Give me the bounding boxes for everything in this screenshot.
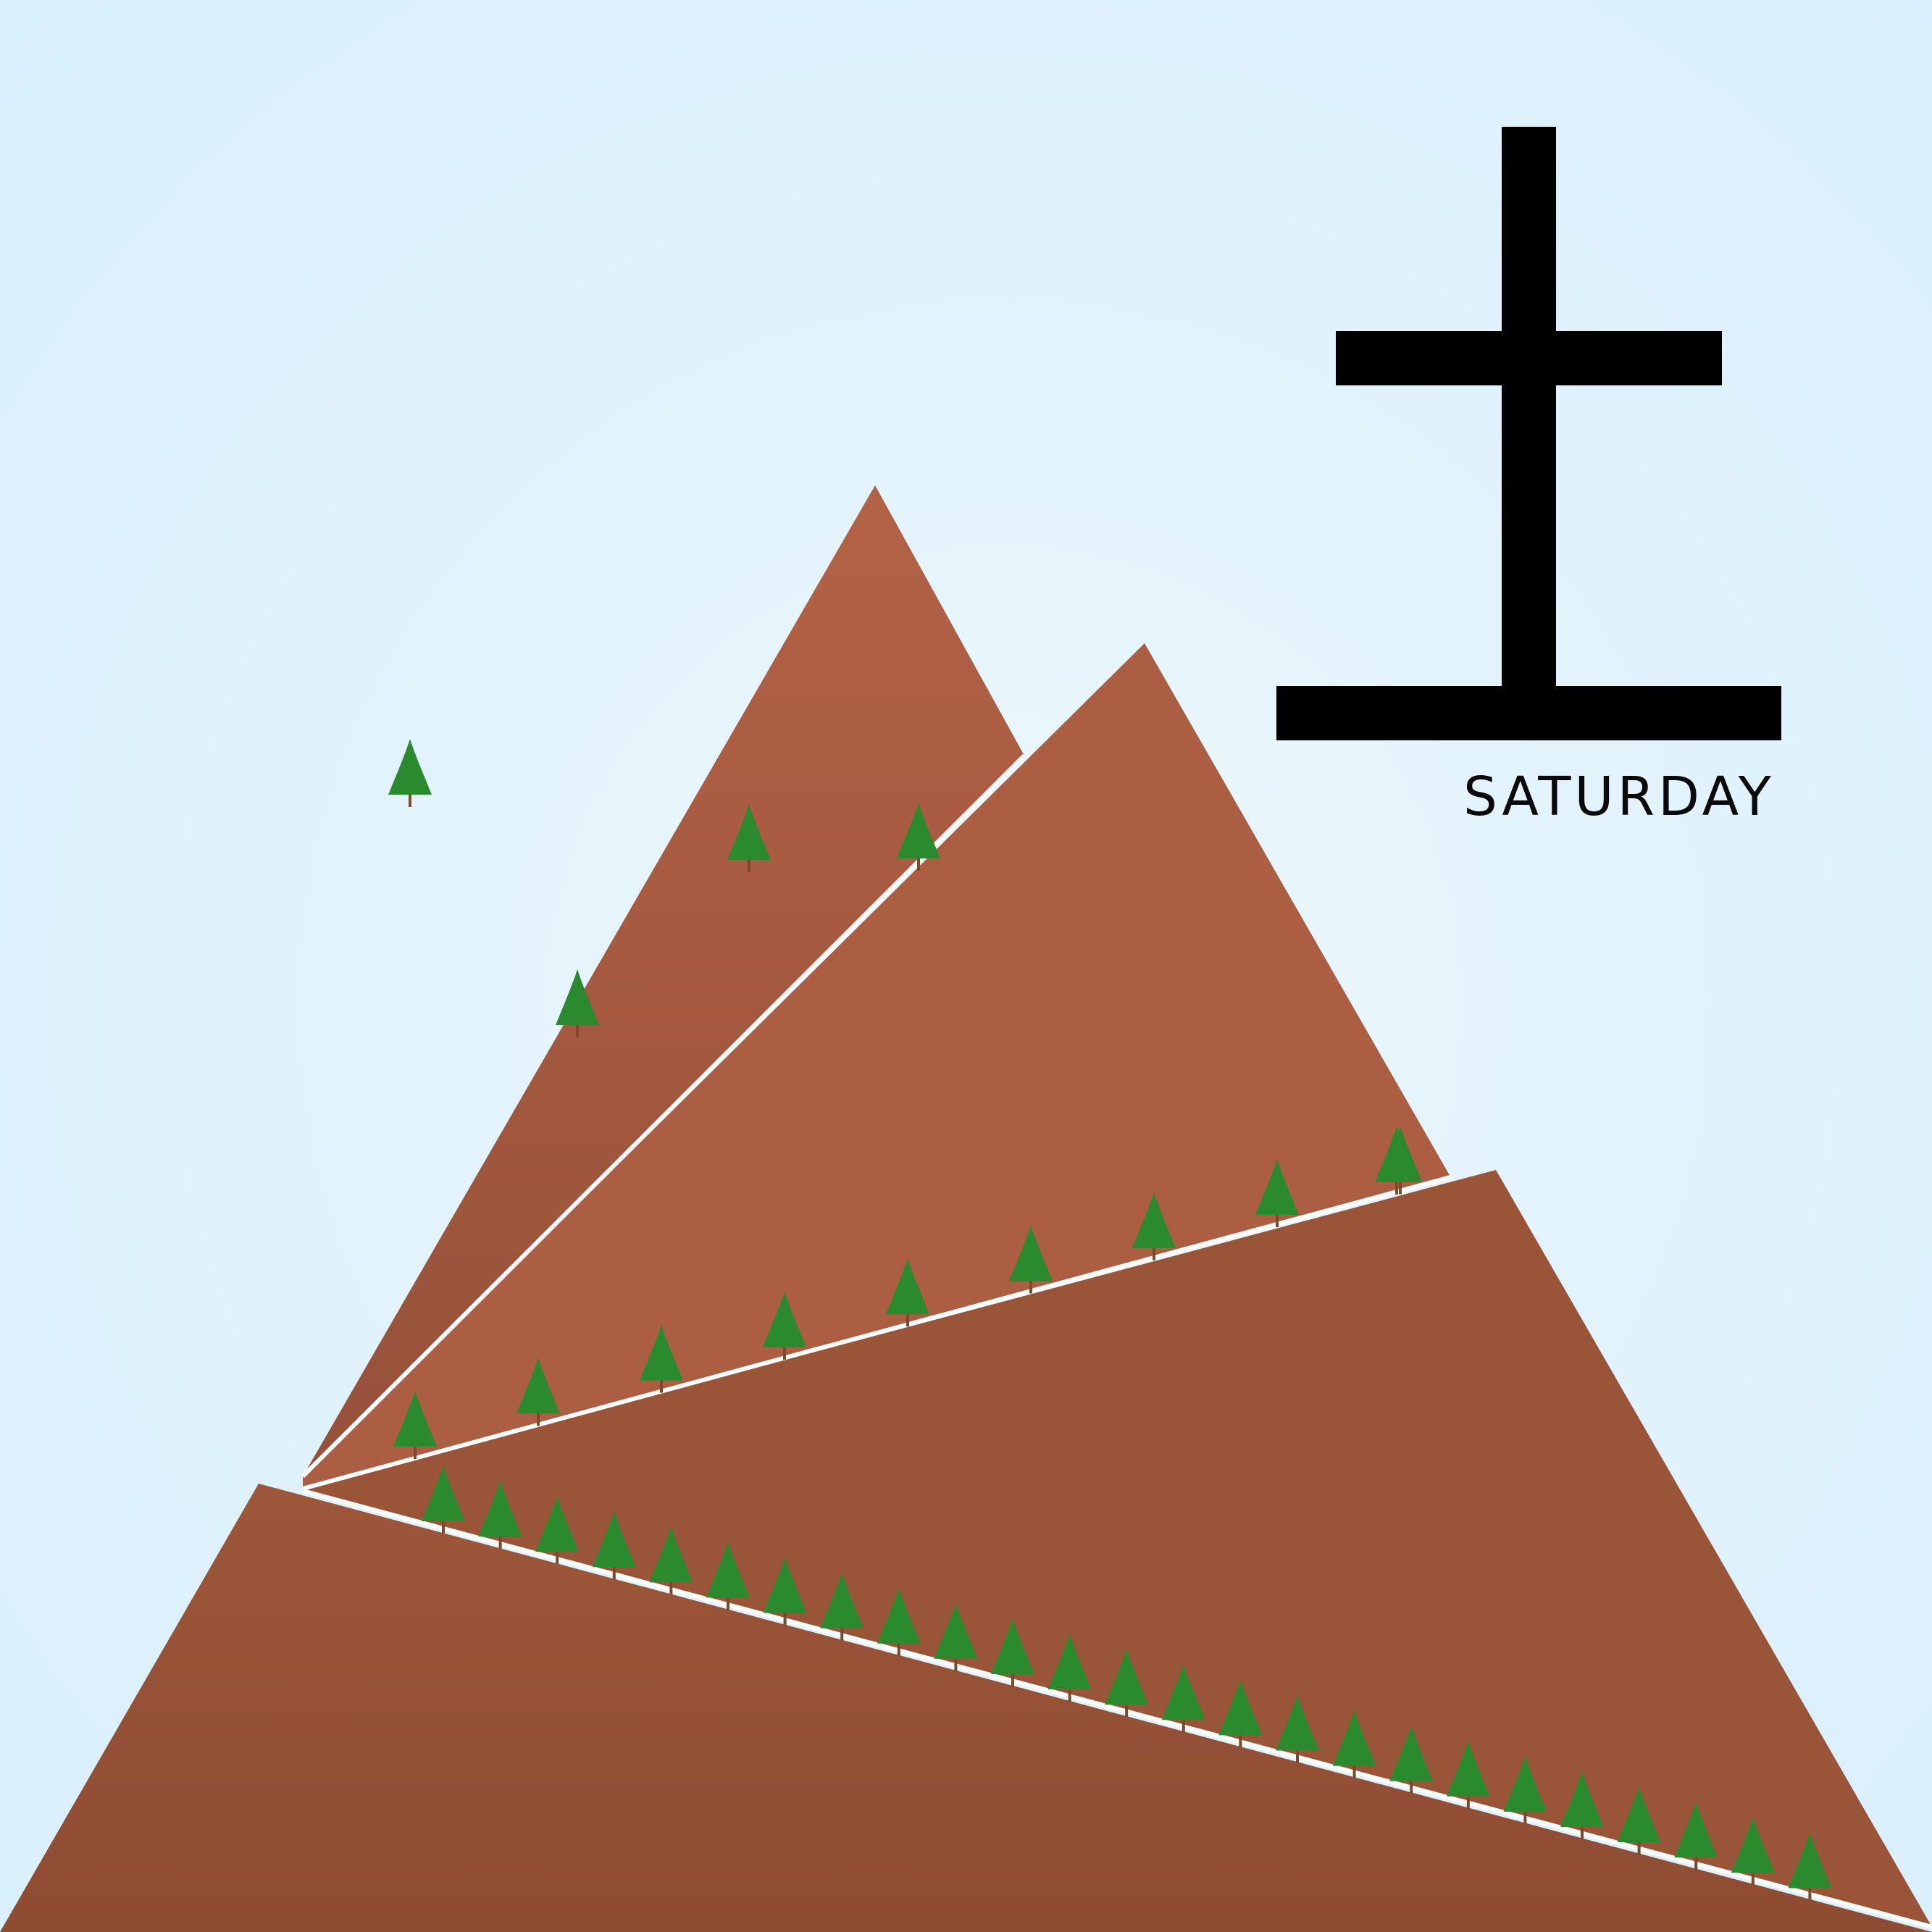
middle-mountain — [303, 643, 1450, 1489]
pine-tree-icon — [387, 737, 433, 808]
ridge-line — [302, 1175, 1451, 1491]
front-left-mountain — [0, 1484, 1932, 1932]
ridge-line — [302, 1489, 1932, 1929]
cross-icon — [1276, 127, 1781, 740]
front-right-mountain — [303, 1170, 1932, 1927]
day-label: SATURDAY — [1463, 766, 1775, 828]
back-mountain — [303, 485, 1024, 1476]
ridge-line — [301, 753, 1026, 1479]
